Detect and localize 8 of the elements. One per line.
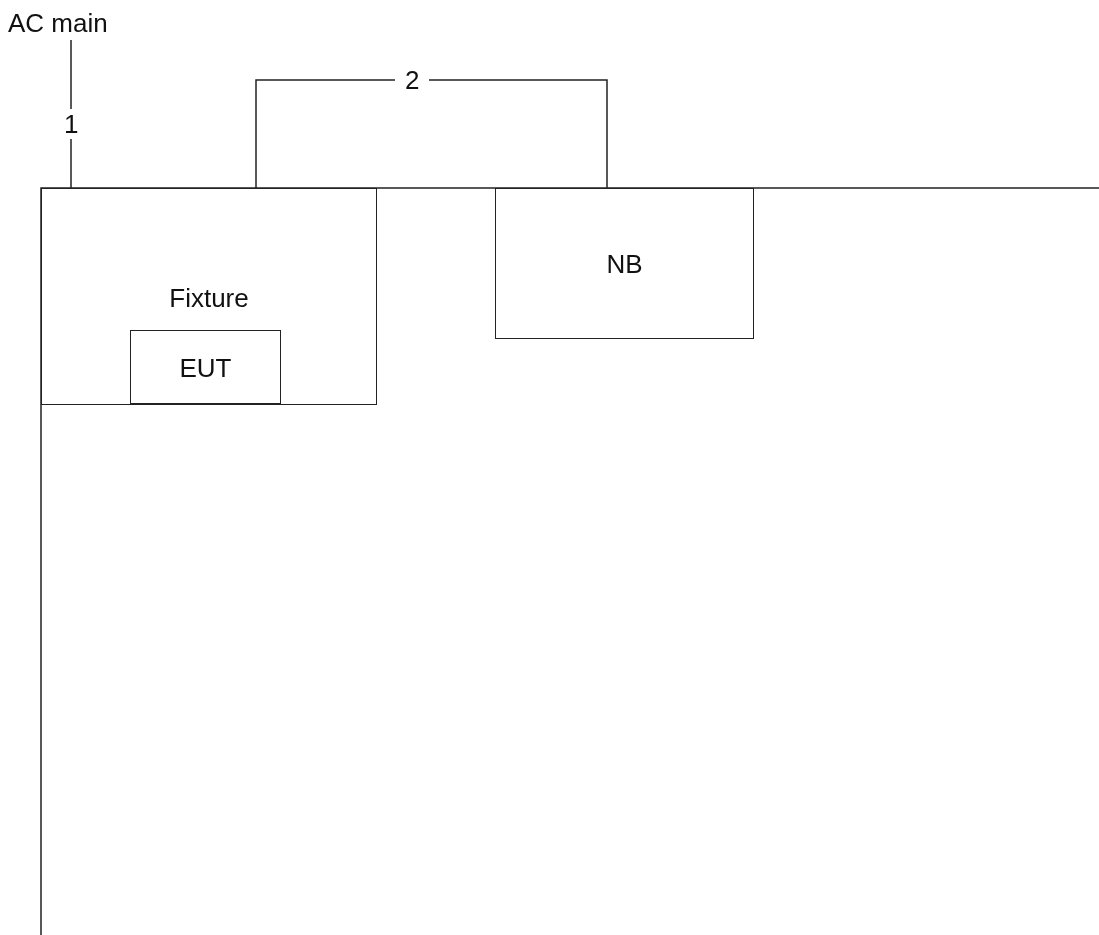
box-label: Fixture bbox=[169, 283, 249, 313]
text-label: AC main bbox=[8, 6, 138, 40]
fixture-box bbox=[41, 188, 377, 405]
equipment-box bbox=[130, 330, 281, 404]
network-box bbox=[495, 188, 754, 339]
box-label: NB bbox=[606, 249, 643, 279]
box-label: EUT bbox=[179, 353, 232, 383]
cable-line bbox=[255, 79, 608, 189]
